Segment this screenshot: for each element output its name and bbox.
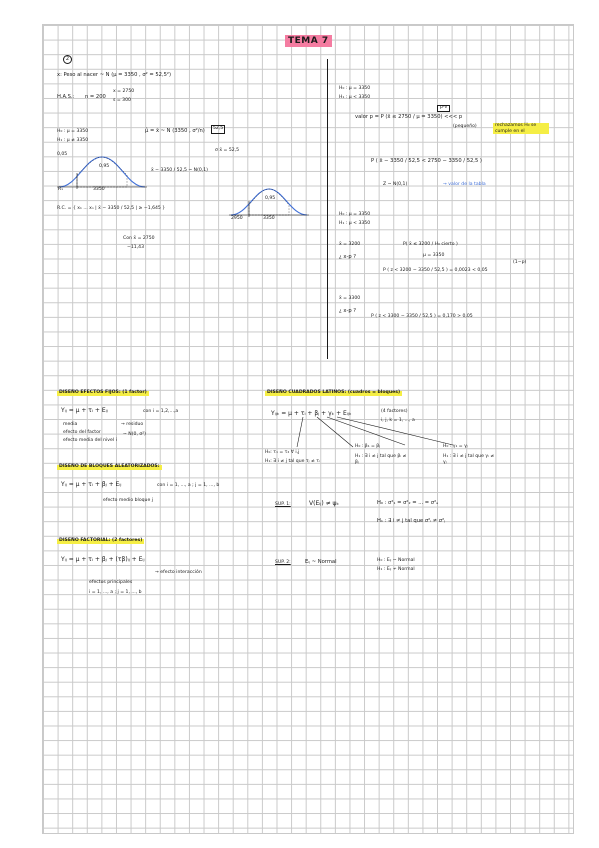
main-effects-label: efectos principales [89, 580, 133, 585]
variable-definition: x: Peso al nacer ~ N (μ = 3350 , σ² = 52… [57, 72, 171, 78]
tr-null-hypothesis-2: H₀ : μ = 3350 [339, 212, 371, 217]
exercise-number: 2 [63, 55, 72, 64]
factorial-index: i = 1, ..., a ; j = 1, ..., b [89, 590, 142, 595]
divider-line [327, 59, 328, 359]
brace-value-a: x = 2750 [113, 89, 135, 94]
factorial-model: Yᵢⱼ = μ + τᵢ + βⱼ + (τβ)ᵢⱼ + Eᵢⱼ [61, 556, 145, 563]
label-factor-effect: efecto del factor [63, 430, 101, 435]
assumption-1-label: SUP. 1: [275, 502, 291, 507]
random-blocks-model: Yᵢⱼ = μ + τᵢ + βⱼ + Eᵢⱼ [61, 481, 122, 488]
latin-squares-index: i, j, k = 1, ..., a [381, 418, 415, 423]
beta-alt: H₁ : ∃ i ≠ j tal que βᵢ ≠ βⱼ [355, 454, 407, 465]
right-curve-label-mean: 3350 [263, 216, 275, 221]
conditional-probability: P( x̄ ≤ 3200 / H₀ cierto ) [403, 242, 458, 247]
latin-squares-model: Yᵢⱼₖ = μ + τᵢ + βⱼ + γₖ + Eᵢⱼₖ [271, 410, 352, 417]
alpha-value: 0,05 [57, 152, 68, 157]
rejection-region: R.C. = { x₁ ... xₙ | x̄ − 3350 / 52,5 | … [57, 206, 166, 211]
assumption-1-alt: H₁ : ∃ i ≠ j tal que σ²ᵢ ≠ σ²ⱼ [377, 518, 446, 524]
sample-mean-1: x̄ = 3200 [339, 242, 361, 247]
random-blocks-index: con i = 1, ..., a ; j = 1, ..., b [157, 483, 220, 488]
latin-squares-factors: (4 factores) [381, 409, 408, 414]
brace-value-b: s = 300 [113, 98, 131, 103]
interaction-label: → efecto interacción [155, 570, 202, 575]
residual-distribution: ~ N(0, σ²) [123, 432, 146, 437]
curve-label-mean: 3350 [93, 187, 105, 192]
hypothesis-arrows [296, 416, 454, 448]
fixed-effects-title: DISEÑO EFECTOS FIJOS: (1 factor) [57, 390, 149, 396]
right-normal-curve [229, 188, 309, 217]
right-curve-area-value: 0,95 [265, 196, 276, 201]
fixed-effects-index: con i = 1,2,...,a [143, 409, 179, 414]
notebook-page: TEMA 7 2 x: Peso al nacer ~ N (μ = 3350 … [42, 24, 574, 834]
observed-statistic: −11,43 [127, 245, 145, 250]
page-title: TEMA 7 [285, 35, 332, 47]
probability-expression: P ( x̄ − 3350 / 52,5 < 2750 − 3350 / 52,… [371, 158, 482, 164]
curve-area-value: 0,95 [99, 164, 110, 169]
assumption-2-null: H₀ : Eᵢⱼ ~ Normal [377, 558, 415, 563]
gamma-null: H₀ : γ₁ = γⱼ [443, 444, 468, 449]
factorial-title: DISEÑO FACTORIAL: (2 factores) [57, 538, 145, 544]
question-2: ¿ x-p ? [339, 308, 357, 314]
p-value-box: p-v [437, 105, 451, 112]
tr-alt-hypothesis: H₁ : μ < 3350 [339, 95, 371, 100]
label-level-effect: efecto media del nivel i [63, 438, 117, 443]
rejection-note: rechazamos H₀ se cumple en el [493, 123, 549, 134]
estimator-expression: μ̂ = x̄ ~ N (3350 , σ²/n) [145, 128, 205, 134]
beta-null: H₀ : β₁ = βⱼ [355, 444, 381, 449]
assumption-1-expression: V(Eᵢⱼ) ≠ ψₖ [309, 500, 340, 507]
null-hypothesis: H₀ : μ = 3350 [57, 129, 89, 134]
assumption-2-label: SUP. 2: [275, 560, 291, 565]
complement-note: (1−p) [513, 260, 527, 265]
assumption-2-alt: H₁ : Eᵢⱼ ≁ Normal [377, 567, 415, 572]
sample-size: n = 200 [85, 94, 106, 100]
alt-hypothesis: H₁ : μ ≠ 3350 [57, 138, 89, 143]
small-label: (pequeño) [453, 124, 477, 129]
question-1: ¿ x-p ? [339, 254, 357, 260]
p-value-result-1: P ( z < 3200 − 3350 / 52,5 ) = 0,0023 < … [383, 268, 488, 273]
assumption-1-null: H₀ : σ²₁ = σ²₂ = ... = σ²ₐ [377, 500, 439, 506]
right-curve-label-critical: 2950 [231, 216, 243, 221]
tr-null-hypothesis: H₀ : μ = 3350 [339, 86, 371, 91]
left-normal-curve [57, 156, 147, 189]
curve-label-critical: Rₓ [58, 187, 64, 192]
mean-under-h0: μ = 3350 [423, 253, 445, 258]
table-value-note: → valor de la tabla [443, 182, 486, 187]
observed-mean: Con x̄ = 2750 [123, 236, 155, 241]
tau-alt: H₁: ∃ i ≠ j tal que τⱼ ≠ τᵢ [265, 459, 320, 464]
tr-alt-hypothesis-2: H₁ : μ < 3350 [339, 221, 371, 226]
random-blocks-title: DISEÑO DE BLOQUES ALEATORIZADOS: [57, 464, 162, 470]
residual-label: → residuo [121, 422, 144, 427]
standard-normal-label: Z ~ N(0,1) [383, 182, 408, 187]
tau-null: H₀: τ₁ = τ₂ ∀ i,j [265, 450, 300, 455]
label-media: media [63, 422, 78, 427]
p-value-expression: valor p = P (x̄ ≤ 2750 / μ = 3350) <<< p [355, 114, 463, 120]
fixed-effects-model: Yᵢⱼ = μ + τᵢ + Eᵢⱼ [61, 407, 108, 414]
assumption-2-expression: Eᵢⱼ ~ Normal [305, 559, 337, 565]
gamma-alt: H₁ : ∃ i ≠ j tal que γᵢ ≠ γⱼ [443, 454, 495, 465]
latin-squares-title: DISEÑO CUADRADOS LATINOS: (cuadros = blo… [265, 390, 403, 396]
standard-error-box: 52,5 [211, 125, 226, 134]
p-value-result-2: P ( z < 3300 − 3350 / 52,5 ) = 0,170 > 0… [371, 314, 473, 319]
block-effect-label: efecto medio bloque j [103, 498, 154, 503]
hip-label: H.A.S.: [57, 94, 75, 100]
standard-error-label: σ x̄ = 52,5 [215, 148, 240, 153]
sample-mean-2: x̄ = 3300 [339, 296, 361, 301]
z-statistic: x̄ − 3350 / 52,5 ~ N(0,1) [151, 168, 208, 173]
